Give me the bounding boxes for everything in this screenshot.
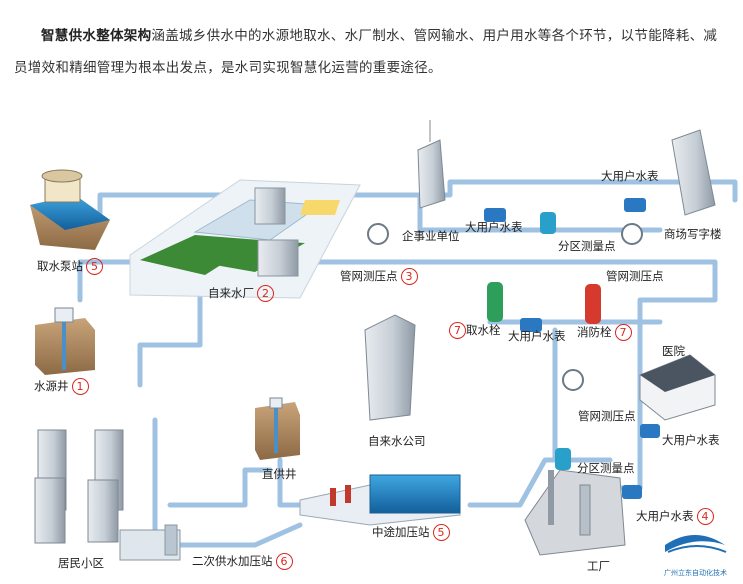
label-zone-meter-2: 分区测量点 <box>577 461 635 475</box>
intro-paragraph: 智慧供水整体架构涵盖城乡供水中的水源地取水、水厂制水、管网输水、用户用水等各个环… <box>14 20 726 84</box>
label-big-meter-2: 大用户水表 <box>508 329 566 343</box>
factory-illustration <box>524 469 626 556</box>
logo-text: 广州立东自动化技术 <box>664 569 727 577</box>
hydrants <box>487 282 601 324</box>
label-direct-well: 直供井 <box>262 467 297 481</box>
booster-station-illustration <box>299 474 461 526</box>
enterprise-building <box>417 120 446 209</box>
intro-bold-title: 智慧供水整体架构 <box>41 28 152 44</box>
label-pressure-3: 管网测压点 <box>578 409 636 423</box>
label-big-meter-3: 大用户水表 <box>662 433 720 447</box>
water-plant-illustration <box>129 179 361 299</box>
hospital-building <box>639 354 716 421</box>
commercial-building <box>671 129 716 216</box>
label-pressure-2: 管网测压点 <box>606 269 664 283</box>
company-logo <box>665 535 727 553</box>
label-factory: 工厂 <box>587 559 610 573</box>
label-zone-meter-1: 分区测量点 <box>558 239 616 253</box>
label-water-company: 自来水公司 <box>368 434 426 448</box>
label-enterprise: 企事业单位 <box>402 229 460 243</box>
label-big-meter-top: 大用户水表 <box>601 169 659 183</box>
label-hospital: 医院 <box>662 344 685 358</box>
source-well-illustration <box>35 307 95 375</box>
label-big-meter-1: 大用户水表 <box>465 220 523 234</box>
residential-buildings <box>34 429 124 544</box>
direct-well-illustration <box>255 397 300 460</box>
intro-text: 涵盖城乡供水中的水源地取水、水厂制水、管网输水、用户用水等各个环节，以节能降耗、… <box>14 28 718 76</box>
company-building <box>364 314 416 421</box>
intake-station-illustration <box>30 169 110 250</box>
label-residential: 居民小区 <box>58 556 104 570</box>
label-commercial: 商场写字楼 <box>664 227 722 241</box>
meters-gauges <box>367 198 660 499</box>
secondary-booster-illustration <box>119 524 181 561</box>
